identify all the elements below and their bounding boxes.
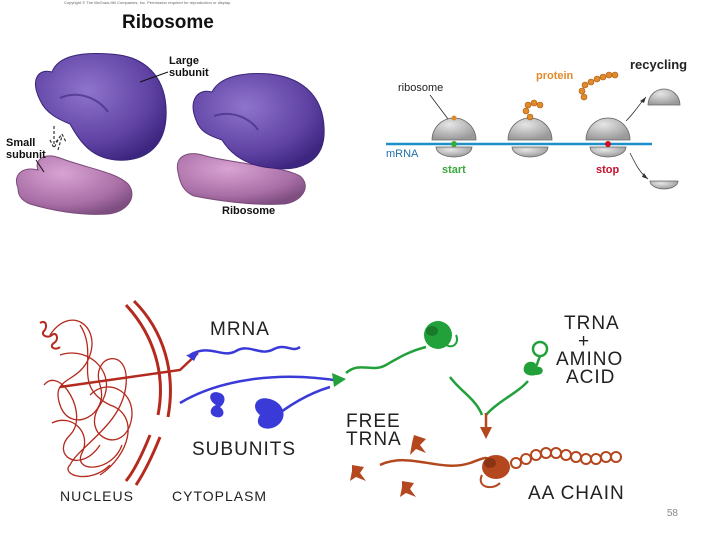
stop-label: stop	[596, 164, 620, 176]
ribosome-1	[431, 115, 477, 158]
assembly-arrow-down	[49, 126, 59, 150]
protein-chain-short	[522, 99, 544, 121]
ribosome-svg: Ribosome Large subunit Small subunit	[6, 12, 325, 217]
flow-svg: MRNA SUBUNITS TRNA + AMINO ACID	[39, 299, 630, 504]
small-subunit-pointer	[35, 159, 45, 173]
mrna-strand-green	[345, 345, 427, 375]
protein-synthesis-flow: MRNA SUBUNITS TRNA + AMINO ACID	[30, 295, 680, 510]
small-subunit-label-line1: Small	[6, 137, 35, 149]
mrna-export-arrow	[179, 375, 341, 405]
protein-chain-long	[578, 71, 619, 101]
aa-chain-beads	[510, 447, 622, 469]
trna-amino-label-line1: TRNA	[564, 313, 619, 334]
ribosome-illustration: Copyright © The McGraw-Hill Companies, I…	[0, 0, 360, 225]
nucleus-label: NUCLEUS	[60, 488, 134, 504]
free-trna-label-line2: TRNA	[346, 429, 402, 450]
free-trna-shapes	[350, 435, 426, 497]
subunits-label: SUBUNITS	[192, 439, 296, 460]
large-subunit-shape	[35, 53, 167, 161]
trna-amino-label: TRNA + AMINO ACID	[556, 313, 630, 388]
protein-label: protein	[536, 70, 574, 82]
start-codon-marker	[451, 141, 457, 147]
translation-svg: protein recycling ribosome mRNA start	[386, 57, 687, 190]
ribosome-label: ribosome	[398, 82, 443, 94]
small-subunit-shape	[16, 155, 133, 215]
ribosome-pointer	[429, 94, 449, 120]
copyright-notice: Copyright © The McGraw-Hill Companies, I…	[64, 0, 231, 5]
translation-cycle-diagram: protein recycling ribosome mRNA start	[370, 45, 710, 205]
recycled-small-subunit	[649, 180, 679, 190]
large-subunit-blob	[255, 398, 284, 429]
nucleus-coil	[39, 321, 61, 350]
assembled-ribosome-label: Ribosome	[222, 205, 275, 217]
mrna-flow-label: MRNA	[210, 319, 270, 340]
green-arrow-right	[485, 380, 529, 416]
mrna-strand-blue	[189, 345, 301, 357]
cytoplasm-label: CYTOPLASM	[172, 488, 267, 504]
aa-chain-label: AA CHAIN	[528, 483, 625, 504]
assembled-ribosome-shape	[176, 73, 325, 205]
large-subunit-label-line1: Large	[169, 55, 199, 67]
small-subunit-label-line2: subunit	[6, 149, 46, 161]
large-subunit-label: Large subunit	[169, 55, 209, 79]
small-subunit-blob	[210, 392, 225, 418]
assembly-arrow-up	[55, 132, 67, 151]
nuclear-envelope	[124, 299, 172, 486]
slide-number: 58	[666, 508, 678, 519]
mrna-strand-brown	[379, 456, 493, 467]
brown-ribosome	[479, 455, 510, 489]
recycled-large-subunit	[647, 88, 681, 106]
free-trna-label: FREE TRNA	[346, 411, 407, 450]
green-ribosome-on-mrna	[424, 321, 458, 349]
ribosome-title: Ribosome	[122, 12, 214, 33]
trna-amino-label-line2: +	[578, 331, 590, 352]
large-subunit-label-line2: subunit	[169, 67, 209, 79]
recycling-label: recycling	[630, 57, 687, 72]
ribosome-3	[578, 71, 631, 158]
free-trna-label-line1: FREE	[346, 411, 401, 432]
green-arrow-left	[448, 376, 484, 416]
nucleus-dna-tangle	[43, 319, 133, 478]
mrna-flow-label-rest: RNA	[227, 319, 270, 340]
trna-green-shape	[523, 340, 549, 376]
large-subunit-pointer	[139, 71, 169, 83]
stop-codon-marker	[605, 141, 611, 147]
ribosome-2	[507, 99, 553, 158]
start-label: start	[442, 164, 466, 176]
small-subunit-label: Small subunit	[6, 137, 46, 161]
mrna-label: mRNA	[386, 148, 419, 160]
trna-amino-label-line3: AMINO	[556, 349, 623, 370]
trna-amino-label-line4: ACID	[566, 367, 615, 388]
